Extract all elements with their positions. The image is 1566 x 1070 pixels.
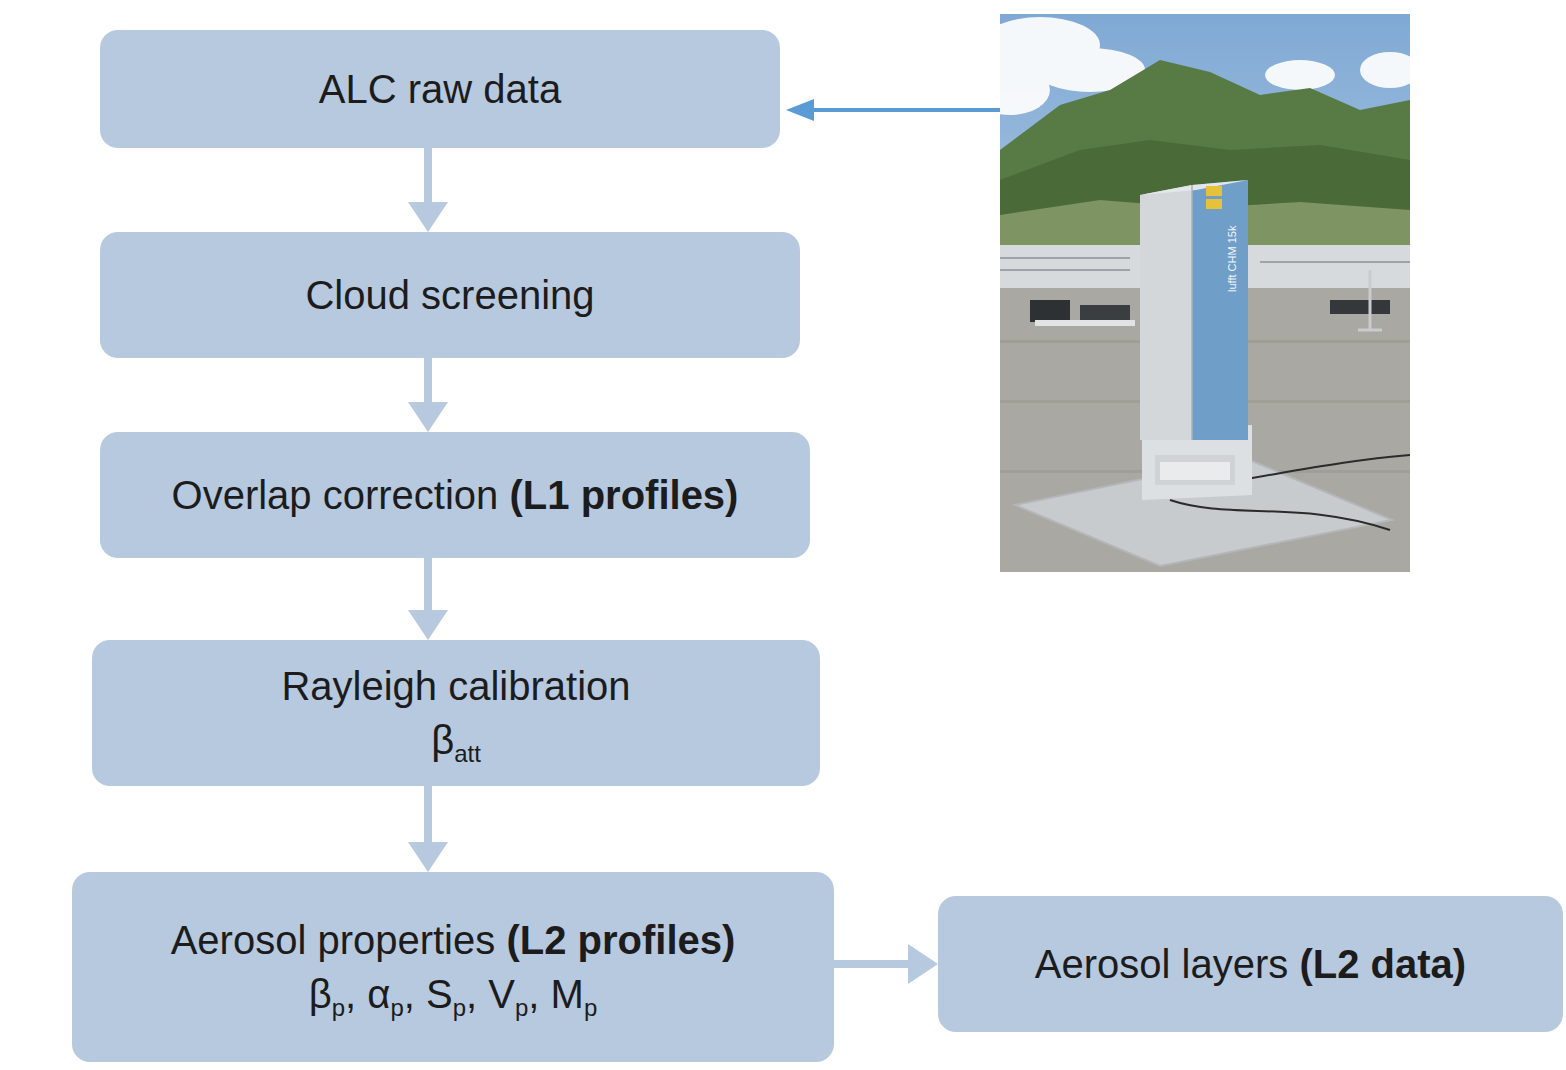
formula-text: βatt (431, 718, 481, 762)
photo-arrow (786, 99, 1000, 121)
box-label: Aerosol layers (1035, 942, 1288, 986)
box-label: (L2 profiles) (506, 918, 735, 962)
cable (1240, 455, 1410, 480)
text-line: Aerosol layers(L2 data) (1035, 937, 1466, 991)
process-box: Aerosol layers(L2 data) (938, 896, 1563, 1032)
base-plate (1015, 458, 1392, 566)
process-box: Aerosol properties(L2 profiles) βp, αp, S… (72, 872, 834, 1062)
process-box: Overlap correction(L1 profiles) (100, 432, 810, 558)
ceilometer (1140, 180, 1252, 500)
text-line: Rayleigh calibration (281, 659, 630, 713)
flow-arrow (424, 148, 432, 212)
process-box: Rayleigh calibration βatt (92, 640, 820, 786)
box-label: Aerosol properties (171, 918, 496, 962)
box-label: Cloud screening (305, 273, 594, 317)
flow-arrow (424, 358, 432, 412)
cable (1170, 500, 1390, 530)
process-box: ALC raw data (100, 30, 780, 148)
instrument-photo (1000, 14, 1410, 572)
instrument-label: lufft CHM 15k (1226, 226, 1238, 292)
flow-arrow (424, 558, 432, 620)
box-label: Rayleigh calibration (281, 664, 630, 708)
box-label: (L1 profiles) (510, 473, 739, 517)
text-line: Aerosol properties(L2 profiles) (171, 913, 736, 967)
box-label: Overlap correction (172, 473, 499, 517)
flow-arrow (424, 786, 432, 852)
box-label: ALC raw data (319, 67, 561, 111)
text-line: ALC raw data (319, 62, 561, 116)
box-label: (L2 data) (1299, 942, 1466, 986)
process-box: Cloud screening (100, 232, 800, 358)
text-line: βatt (431, 713, 481, 767)
flow-arrow (834, 960, 918, 968)
formula-text: βp, αp, Sp, Vp, Mp (309, 972, 598, 1016)
text-line: Overlap correction(L1 profiles) (172, 468, 739, 522)
sky (1000, 14, 1410, 572)
text-line: Cloud screening (305, 268, 594, 322)
text-line: βp, αp, Sp, Vp, Mp (309, 967, 598, 1021)
